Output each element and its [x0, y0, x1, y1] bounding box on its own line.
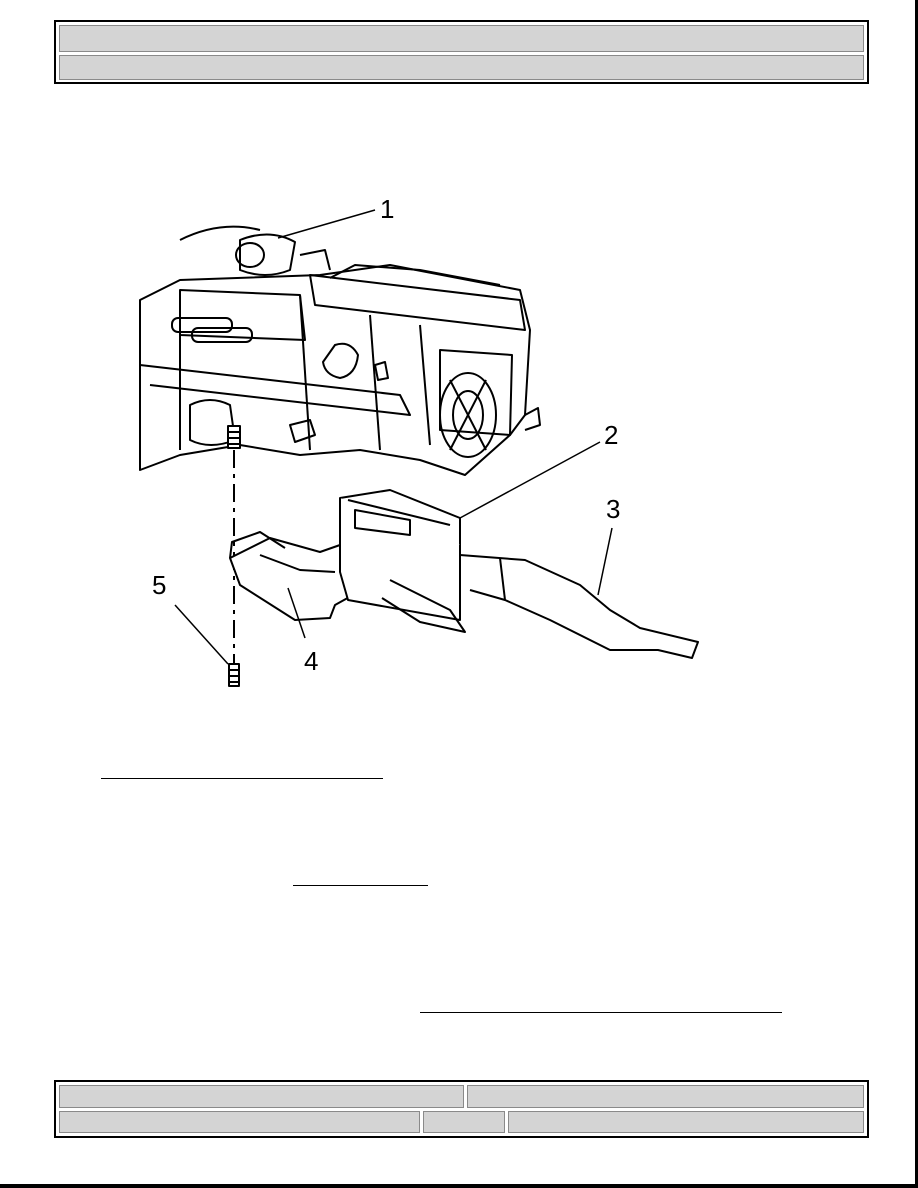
module-stud: [227, 425, 241, 449]
page-border-right: [915, 0, 918, 1188]
leader-line-3: [597, 527, 613, 596]
callout-4: 4: [304, 646, 318, 676]
page-border-bottom: [0, 1184, 918, 1188]
hvac-exploded-diagram: 1 2 3 4 5: [139, 194, 699, 687]
callout-2: 2: [604, 420, 618, 450]
leader-line-5: [174, 604, 229, 665]
leader-line-2: [459, 441, 601, 519]
header-title-bar: [59, 25, 864, 52]
floor-air-duct: [229, 489, 699, 659]
footer-cell-bottom-right: [508, 1111, 864, 1133]
footer-cell-top-right: [467, 1085, 864, 1108]
footer-cell-bottom-left: [59, 1111, 420, 1133]
header-subtitle-bar: [59, 55, 864, 80]
link-underline-2[interactable]: [293, 885, 428, 886]
leader-line-4: [287, 587, 306, 639]
link-underline-1[interactable]: [101, 778, 383, 779]
footer-cell-bottom-middle: [423, 1111, 505, 1133]
callout-3: 3: [606, 494, 620, 524]
screw: [228, 663, 240, 687]
footer-cell-top-left: [59, 1085, 464, 1108]
leader-line-1: [277, 209, 376, 239]
page-footer: [54, 1080, 869, 1138]
hvac-module-housing: [139, 225, 541, 476]
page-header: [54, 20, 869, 84]
callout-1: 1: [380, 194, 394, 224]
link-underline-3[interactable]: [420, 1012, 782, 1013]
callout-5: 5: [152, 570, 166, 600]
